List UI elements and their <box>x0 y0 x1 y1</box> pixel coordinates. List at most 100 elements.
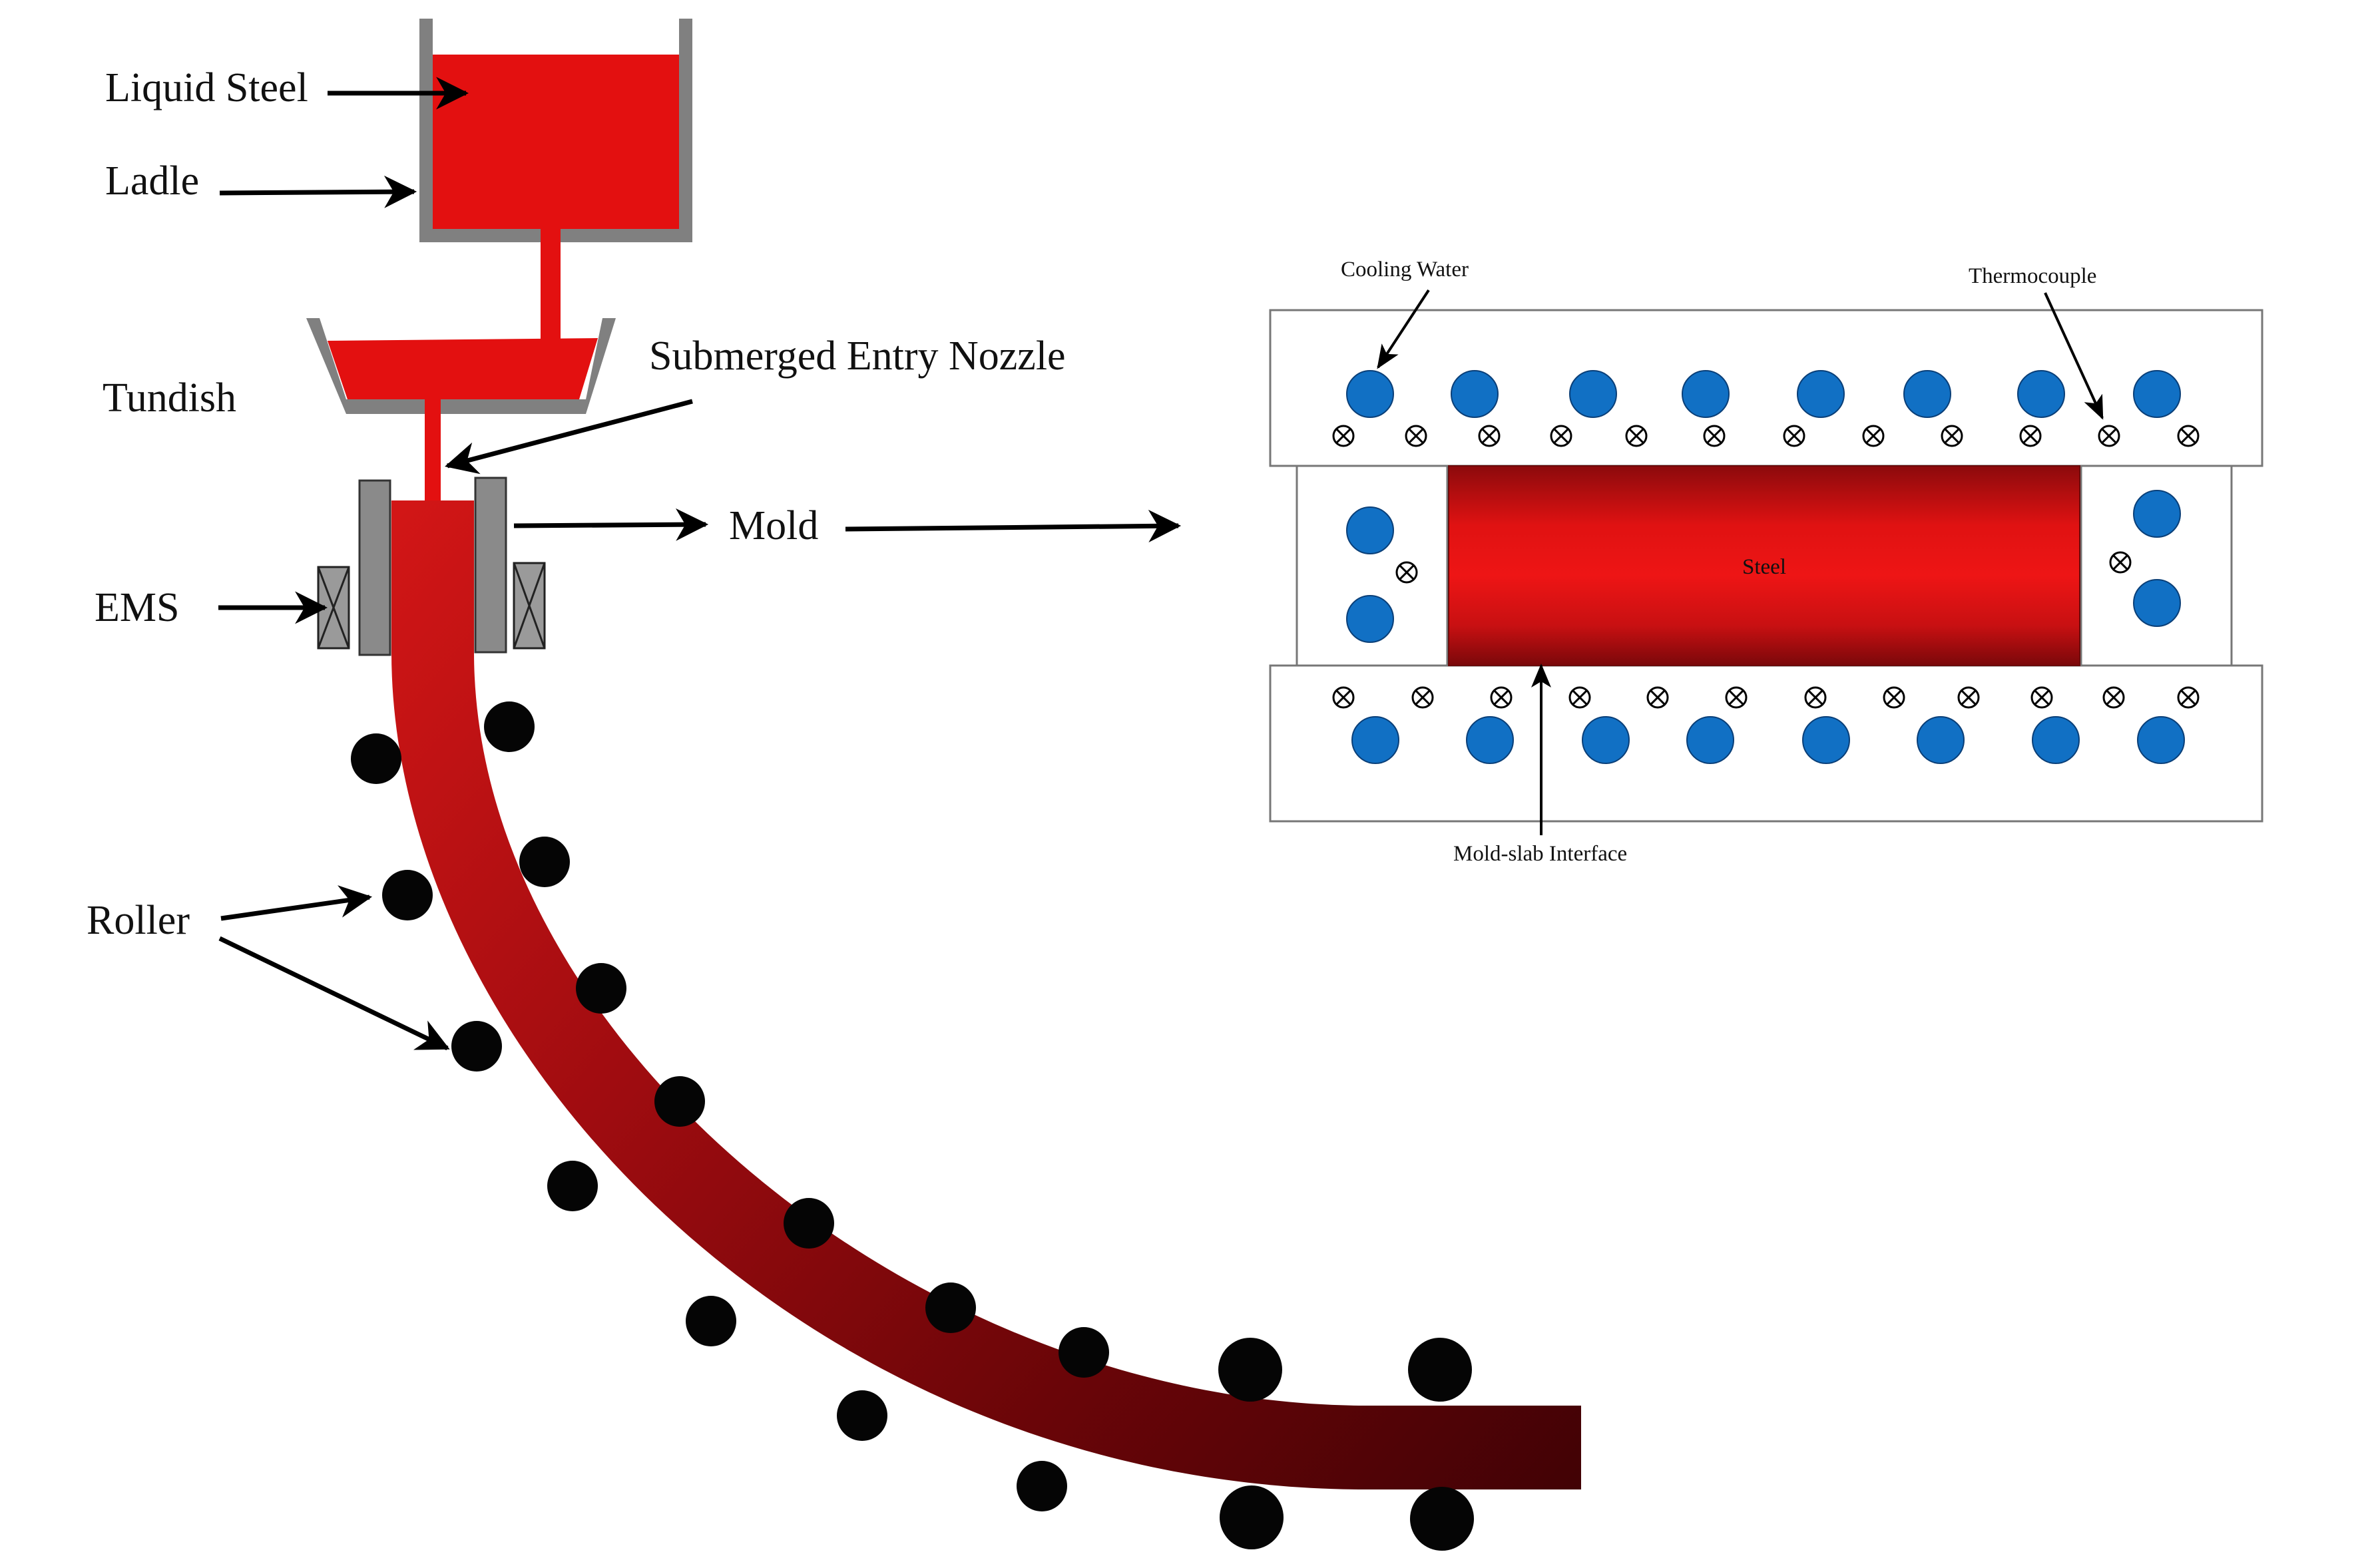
thermocouple <box>1804 686 1827 709</box>
ems-coil-right <box>513 562 546 650</box>
label-steel: Steel <box>1742 555 1786 579</box>
label-tundish: Tundish <box>103 375 236 421</box>
thermocouple <box>1625 425 1648 447</box>
thermocouple <box>2109 551 2132 574</box>
cooling-water-channel <box>1686 716 1734 764</box>
thermocouple <box>1957 686 1980 709</box>
arrow-mold-short <box>513 508 709 541</box>
roller <box>1017 1461 1067 1511</box>
roller <box>1059 1327 1109 1378</box>
steel-slab <box>1448 465 2080 666</box>
thermocouple <box>1703 425 1726 447</box>
roller <box>576 963 626 1014</box>
thermocouple <box>1725 686 1748 709</box>
thermocouple <box>2177 686 2200 709</box>
cooling-water-channel <box>2133 579 2181 627</box>
arrow-cooling-water <box>1377 289 1430 369</box>
roller <box>519 837 570 887</box>
mold-top-plate <box>1269 309 2263 467</box>
thermocouple <box>1783 425 1805 447</box>
thermocouple <box>1568 686 1591 709</box>
roller <box>925 1282 976 1333</box>
label-mold-slab-interface: Mold-slab Interface <box>1453 842 1627 866</box>
tundish <box>306 318 616 414</box>
thermocouple <box>2019 425 2042 447</box>
roller <box>547 1161 598 1211</box>
roller <box>382 870 433 920</box>
thermocouple <box>1411 686 1434 709</box>
label-ems: EMS <box>95 585 179 630</box>
detail-arrows <box>1377 289 2104 835</box>
thermocouple <box>1862 425 1885 447</box>
tundish-wall <box>306 318 616 414</box>
roller <box>1410 1487 1474 1551</box>
cooling-water-channel <box>1569 370 1617 418</box>
arrow-roller-1 <box>220 885 373 921</box>
label-submerged-entry-nozzle: Submerged Entry Nozzle <box>649 333 1066 379</box>
roller <box>837 1390 887 1441</box>
roller <box>654 1076 705 1127</box>
thermocouple <box>1332 686 1355 709</box>
thermocouple <box>1490 686 1513 709</box>
cooling-water-channel <box>2017 370 2065 418</box>
ladle <box>419 19 692 242</box>
arrow-thermocouple <box>2044 292 2104 420</box>
roller <box>1220 1485 1284 1549</box>
thermocouple-group <box>1332 425 2200 709</box>
cooling-water-channel <box>1582 716 1630 764</box>
cooling-water-channel <box>1346 595 1394 643</box>
thermocouple <box>2177 425 2200 447</box>
label-liquid-steel: Liquid Steel <box>105 65 308 110</box>
label-ladle: Ladle <box>105 158 199 204</box>
label-cooling-water: Cooling Water <box>1341 258 1469 282</box>
label-thermocouple: Thermocouple <box>1969 264 2096 288</box>
mold-bottom-plate <box>1269 664 2263 823</box>
mold-plate-right <box>474 477 507 654</box>
arrow-mold-to-detail <box>845 509 1182 542</box>
cooling-water-channel <box>1797 370 1845 418</box>
thermocouple <box>1405 425 1427 447</box>
thermocouple <box>1395 561 1418 584</box>
roller <box>351 733 401 784</box>
roller <box>451 1021 502 1072</box>
cooling-water-channel <box>2133 490 2181 538</box>
cooling-water-channel <box>1466 716 1514 764</box>
label-mold: Mold <box>729 503 818 548</box>
thermocouple <box>2098 425 2120 447</box>
thermocouple <box>1883 686 1905 709</box>
arrow-roller-2 <box>218 936 450 1051</box>
cooling-water-channel <box>1682 370 1730 418</box>
thermocouple <box>1646 686 1669 709</box>
cooling-water-channel <box>1351 716 1399 764</box>
cooling-water-channels <box>1346 370 2185 764</box>
cooling-water-channel <box>1346 506 1394 554</box>
arrow-submerged-entry-nozzle <box>445 399 693 475</box>
thermocouple <box>1332 425 1355 447</box>
cooling-water-channel <box>1346 370 1394 418</box>
cooling-water-channel <box>2032 716 2080 764</box>
arrow-ladle <box>219 175 417 208</box>
cooling-water-channel <box>1451 370 1499 418</box>
roller <box>484 701 535 752</box>
roller-group <box>351 701 1474 1551</box>
ladle-pour-stream <box>541 229 561 342</box>
thermocouple <box>1478 425 1501 447</box>
roller <box>686 1296 736 1346</box>
submerged-entry-nozzle-shape <box>425 399 441 502</box>
mold-plate-left <box>358 479 391 656</box>
label-roller: Roller <box>87 898 190 943</box>
thermocouple <box>2102 686 2125 709</box>
liquid-steel-in-tundish <box>328 338 598 399</box>
roller <box>1218 1338 1282 1402</box>
thermocouple <box>1941 425 1963 447</box>
roller <box>1408 1338 1472 1402</box>
cooling-water-channel <box>1917 716 1965 764</box>
left-arrows <box>218 77 1182 1051</box>
mold-cross-section: Steel Cooling Water Thermocouple Mold-sl… <box>1269 258 2263 866</box>
liquid-steel-in-ladle <box>433 55 679 229</box>
cooling-water-channel <box>2137 716 2185 764</box>
roller <box>784 1198 834 1249</box>
thermocouple <box>1550 425 1572 447</box>
cooling-water-channel <box>1903 370 1951 418</box>
